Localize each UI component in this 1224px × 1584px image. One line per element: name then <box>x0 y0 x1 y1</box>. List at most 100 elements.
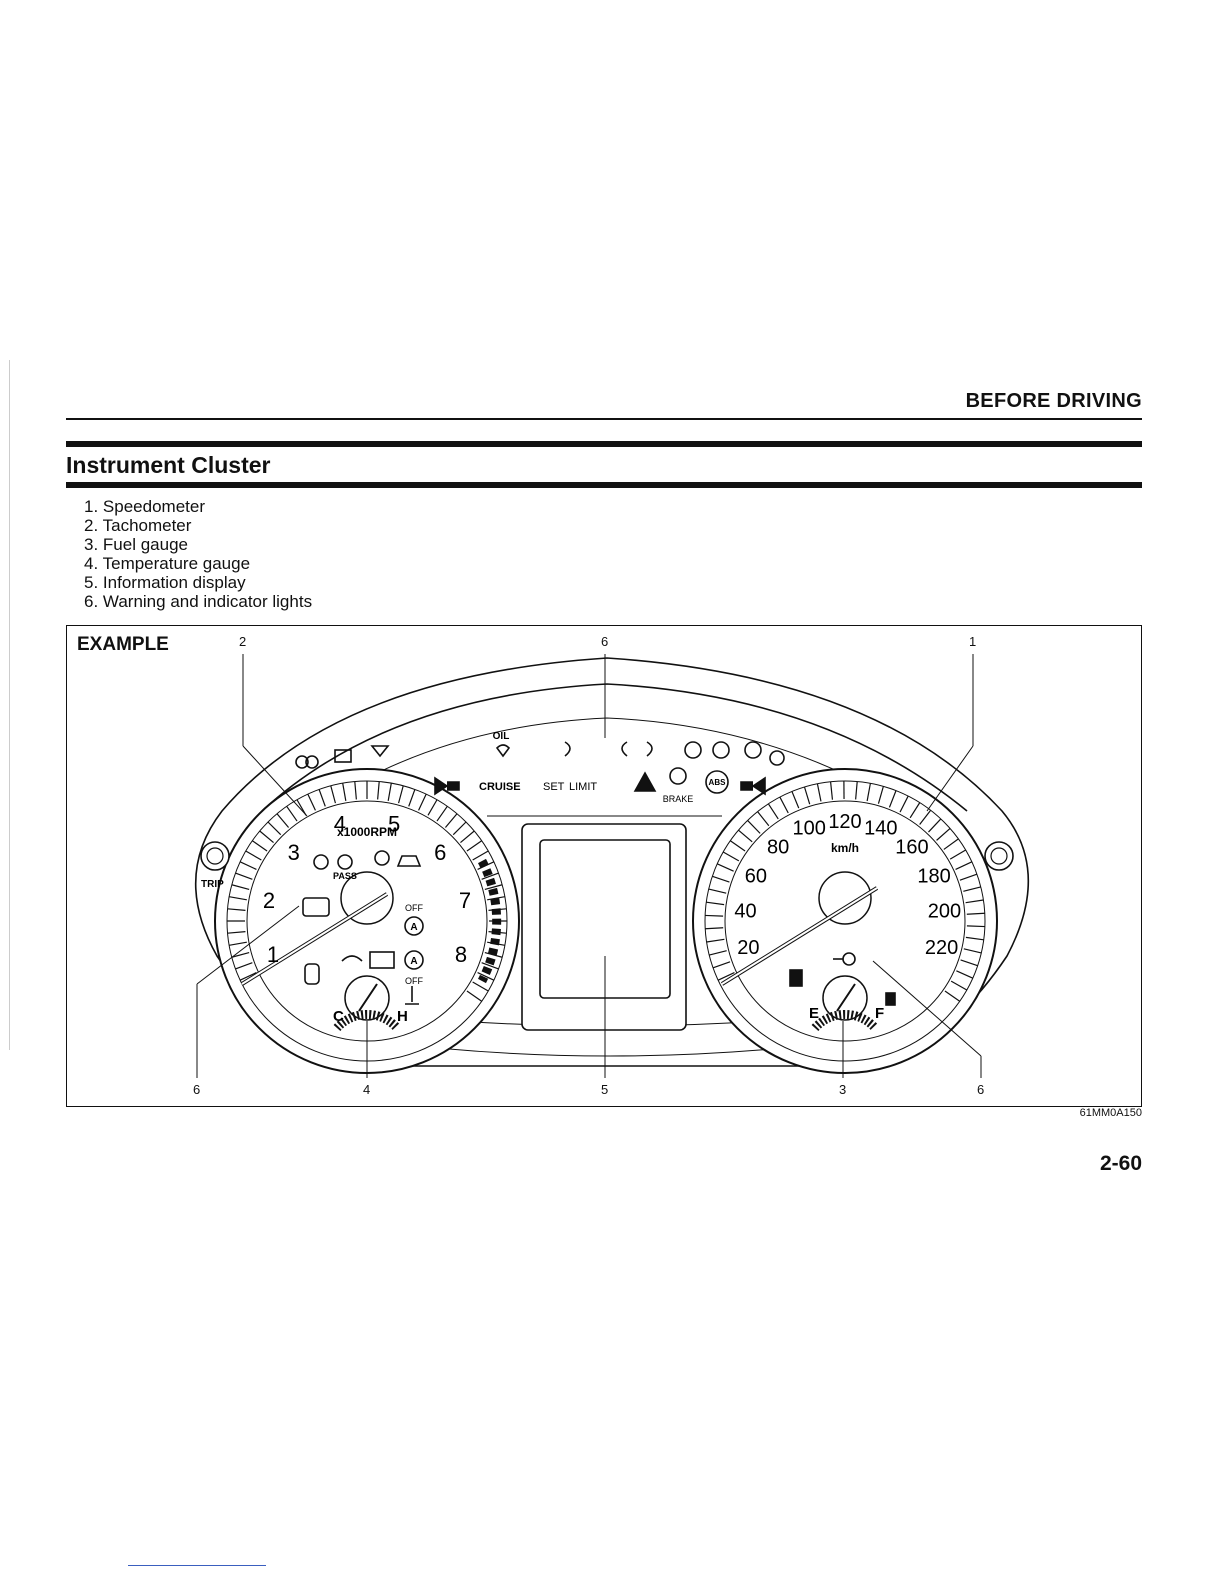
component-list: 1. Speedometer 2. Tachometer 3. Fuel gau… <box>84 497 312 611</box>
title-rule-bottom <box>66 482 1142 488</box>
cruise-label: CRUISE <box>479 781 521 793</box>
right-knob <box>984 841 1014 871</box>
dial-tick <box>705 927 724 930</box>
dial-tick <box>481 872 499 880</box>
title-rule-top <box>66 441 1142 447</box>
dial-tick <box>452 821 467 836</box>
example-label: EXAMPLE <box>77 634 169 655</box>
dial-tick <box>950 980 968 991</box>
dial-tick <box>354 781 357 800</box>
dpf-icon <box>334 749 352 763</box>
tach-number: 7 <box>459 888 471 913</box>
left-turn-icon <box>434 776 460 796</box>
fuel-empty-label: E <box>809 1005 819 1022</box>
leader-lines <box>196 654 982 1078</box>
dial-tick <box>803 786 811 805</box>
page-number: 2-60 <box>1099 1152 1142 1175</box>
dial-tick <box>919 809 932 825</box>
dial-tick <box>966 925 985 928</box>
dial-tick <box>330 785 337 804</box>
speed-number: 60 <box>745 866 767 888</box>
dial-tick <box>936 828 951 841</box>
dial-tick <box>949 849 966 860</box>
dial-tick <box>484 951 503 958</box>
tach-number: 6 <box>434 840 446 865</box>
brake-label: BRAKE <box>663 794 694 804</box>
temp-low-label: C <box>333 1008 344 1025</box>
limit-label: LIMIT <box>569 781 597 793</box>
dial-tick <box>235 872 253 880</box>
set-label: SET <box>543 781 565 793</box>
list-item: 6. Warning and indicator lights <box>84 592 313 611</box>
dial-tick <box>963 948 982 954</box>
speed-number: 100 <box>792 818 825 840</box>
dial-tick <box>227 931 246 934</box>
dial-tick <box>708 888 727 894</box>
dial-tick <box>342 783 347 801</box>
seatbelt-passenger-icon <box>337 854 353 870</box>
speed-number: 80 <box>767 837 789 859</box>
speed-number: 120 <box>828 811 861 833</box>
abs-icon <box>705 770 729 794</box>
speed-unit: km/h <box>831 841 859 855</box>
information-display <box>487 815 722 1031</box>
dial-tick <box>239 972 257 981</box>
tach-number: 2 <box>263 888 275 913</box>
dial-tick <box>767 803 779 820</box>
dial-tick <box>377 781 380 800</box>
tach-number: 4 <box>334 812 346 837</box>
dial-tick <box>706 901 725 906</box>
dial-tick <box>706 938 725 943</box>
dial-tick <box>481 962 499 970</box>
dial-tick <box>484 884 503 891</box>
callout-6-left: 6 <box>193 1082 201 1097</box>
callout-2: 2 <box>239 634 247 649</box>
speed-number: 40 <box>734 901 756 923</box>
tach-unit: x1000RPM <box>337 825 397 839</box>
tach-number: 1 <box>267 942 279 967</box>
callout-6-right: 6 <box>977 1082 985 1097</box>
callout-3: 3 <box>839 1082 847 1097</box>
speed-number: 180 <box>917 866 950 888</box>
esp-icon <box>396 855 422 867</box>
dial-tick <box>717 972 735 981</box>
dial-tick <box>231 951 250 958</box>
hazard-warning-icon <box>633 771 657 792</box>
dial-tick <box>466 840 483 852</box>
power-steering-icon <box>769 750 785 766</box>
high-beam-icon <box>646 741 653 757</box>
dial-tick <box>909 802 921 819</box>
dial-tick <box>251 840 268 852</box>
dial-tick <box>829 781 834 800</box>
dial-tick <box>318 789 326 807</box>
dial-tick <box>955 861 973 870</box>
dial-tick <box>472 981 489 992</box>
dial-tick <box>487 896 505 901</box>
fuel-full-label: F <box>875 1005 884 1022</box>
callout-6-top: 6 <box>601 634 609 649</box>
callout-1: 1 <box>969 634 977 649</box>
dial-tick <box>959 873 978 881</box>
dial-tick <box>444 813 458 828</box>
dial-tick <box>245 850 262 861</box>
dial-tick <box>729 840 746 852</box>
tach-number: 5 <box>388 812 400 837</box>
check-engine-icon <box>302 897 330 917</box>
off-label-2: OFF <box>405 976 423 986</box>
off-label-1: OFF <box>405 903 423 913</box>
temp-high-label: H <box>397 1008 408 1025</box>
airbag-icon <box>374 850 390 866</box>
dial-tick <box>966 912 985 915</box>
footer-link-line <box>128 1565 266 1566</box>
dial-tick <box>267 821 282 836</box>
glow-plug-icon <box>295 755 309 769</box>
dial-tick <box>757 811 770 827</box>
speed-number: 20 <box>737 937 759 959</box>
speed-number: 200 <box>928 901 961 923</box>
list-item: 3. Fuel gauge <box>84 535 188 554</box>
auto-hold-icon <box>404 916 424 936</box>
trip-label: TRIP <box>201 879 224 890</box>
dial-tick <box>227 908 246 911</box>
